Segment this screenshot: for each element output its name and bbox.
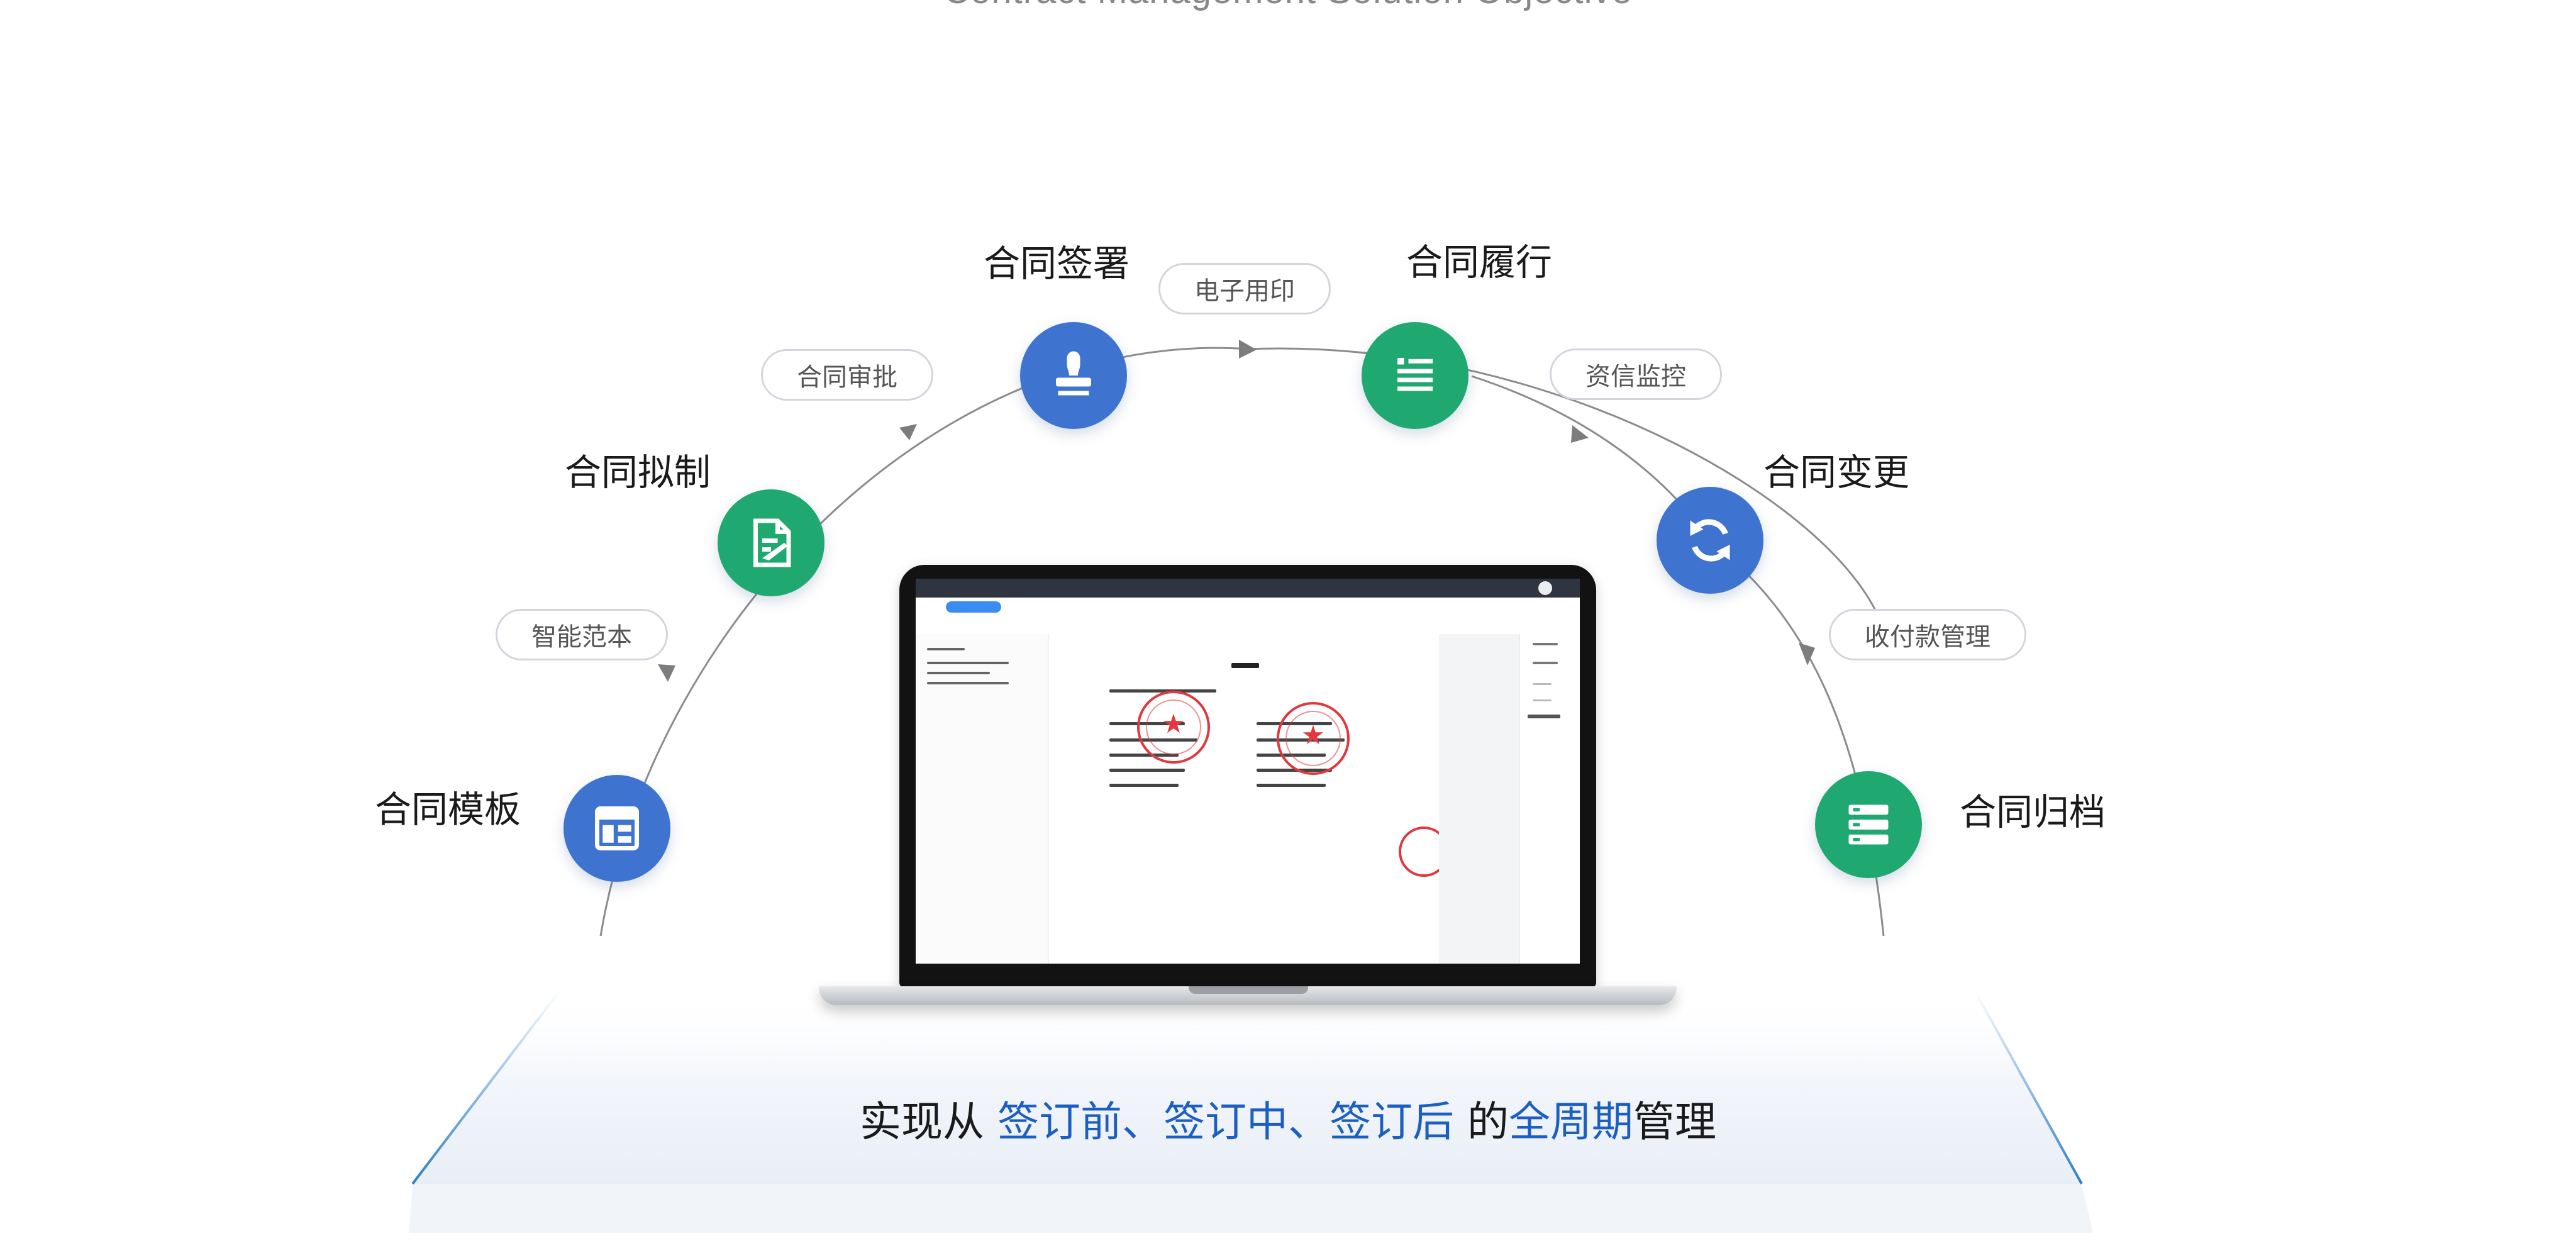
arc-arrow-2 — [899, 424, 917, 440]
archive-icon[interactable] — [1815, 771, 1922, 878]
laptop-screen: ★ ★ — [916, 579, 1580, 964]
stamp-icon — [1056, 351, 1091, 396]
screen-subbar — [916, 616, 1580, 635]
list-icon — [1397, 358, 1433, 391]
pill-e-seal[interactable]: 电子用印 — [1158, 263, 1331, 314]
slogan-after: 签订后 — [1330, 1098, 1454, 1146]
pill-payment-management[interactable]: 收付款管理 — [1829, 609, 2026, 660]
slogan-prefix: 实现从 — [860, 1098, 997, 1146]
slogan-full-cycle: 全周期 — [1508, 1098, 1633, 1146]
refresh-icon — [1690, 519, 1730, 562]
slogan-separator-1: 、 — [1122, 1098, 1163, 1146]
red-seal-1: ★ — [1137, 691, 1210, 764]
pill-smart-template[interactable]: 智能范本 — [496, 609, 668, 660]
screen-left-panel — [916, 634, 1048, 964]
stage-title-archive: 合同归档 — [1960, 791, 2106, 833]
screen-right-panel — [1519, 634, 1580, 964]
slogan-suffix: 管理 — [1633, 1098, 1716, 1146]
screen-toolbar — [916, 598, 1580, 617]
arc-arrow-4 — [1571, 425, 1589, 443]
red-seal-2: ★ — [1277, 702, 1350, 775]
screen-chip — [946, 601, 1001, 613]
layout-template-icon — [595, 806, 639, 850]
drafting-icon[interactable] — [718, 489, 824, 596]
slogan-separator-2: 、 — [1288, 1098, 1330, 1146]
stage-title-signing: 合同签署 — [984, 242, 1130, 285]
stage-title-drafting: 合同拟制 — [565, 451, 711, 494]
page-subtitle: Contract Management Solution Objective — [0, 0, 2576, 12]
pill-credit-control[interactable]: 资信监控 — [1550, 348, 1722, 400]
screen-topbar — [916, 579, 1580, 598]
arc-arrow-1 — [658, 664, 675, 682]
stage-title-change: 合同变更 — [1763, 451, 1910, 494]
arc-arrow-3 — [1239, 340, 1257, 359]
avatar — [1538, 581, 1552, 595]
server-stack-icon — [1848, 804, 1889, 845]
arc-arrow-5 — [1799, 643, 1815, 665]
slogan-middle: 的 — [1454, 1098, 1509, 1146]
signing-icon[interactable] — [1020, 322, 1127, 429]
document-edit-icon — [753, 518, 791, 567]
screen-document: ★ ★ — [1049, 634, 1449, 964]
performance-icon[interactable] — [1362, 322, 1468, 429]
pill-contract-review[interactable]: 合同审批 — [761, 349, 933, 401]
template-icon[interactable] — [564, 775, 670, 882]
stage-title-template: 合同模板 — [375, 788, 521, 831]
change-icon[interactable] — [1657, 487, 1763, 594]
laptop-notch — [1189, 986, 1308, 994]
bottom-slogan: 实现从 签订前、签订中、签订后 的全周期管理 — [0, 1088, 2576, 1149]
slogan-before: 签订前 — [997, 1098, 1122, 1146]
stage-title-performance: 合同履行 — [1406, 241, 1553, 284]
slogan-during: 签订中 — [1163, 1098, 1288, 1146]
